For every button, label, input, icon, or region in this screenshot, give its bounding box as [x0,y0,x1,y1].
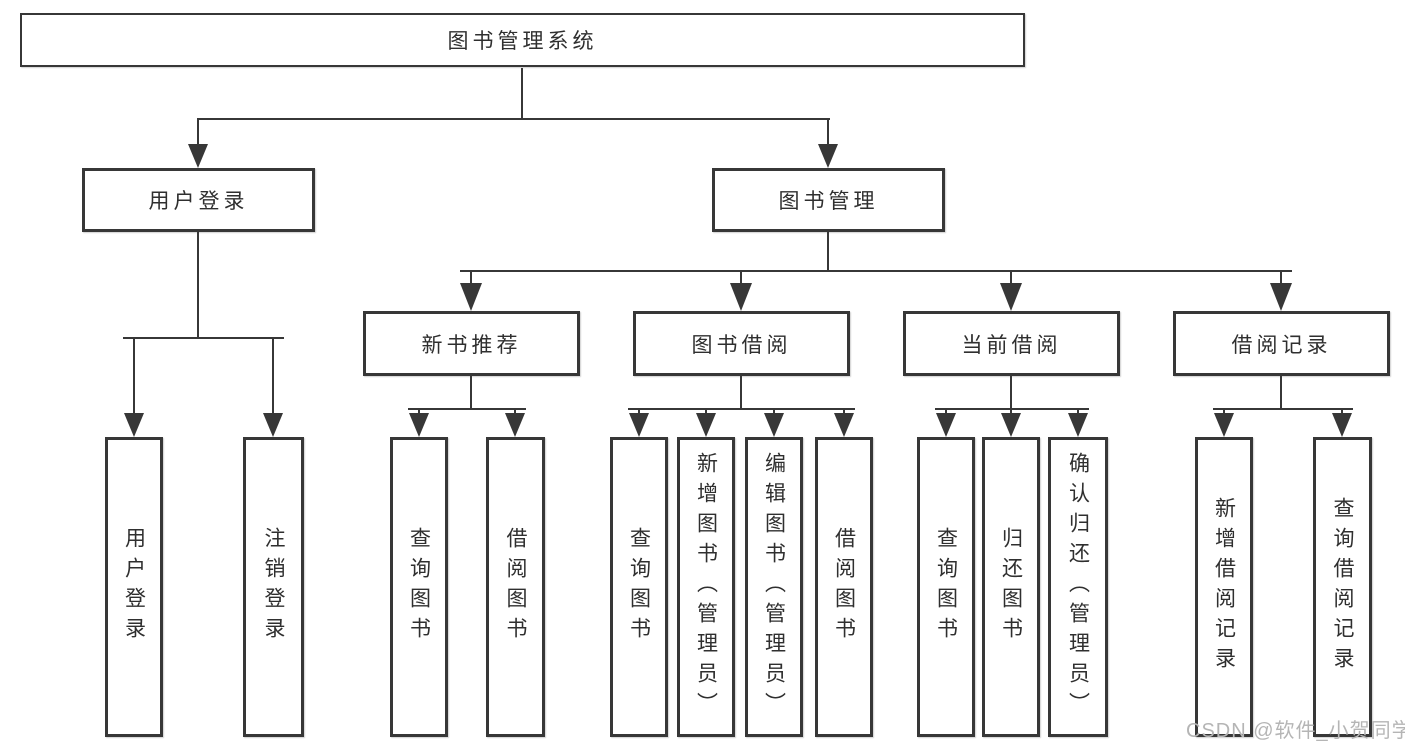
connector-userlogin-bus [123,337,284,339]
connector-stem-nbr-borrow [514,408,516,416]
connector-root-stem [521,68,523,119]
arrowhead-new-book-rec [460,283,482,311]
leaf-bb-borrow-books: 借阅图书 [815,437,873,737]
connector-nbr-bus [408,408,526,410]
leaf-nbr-query-books: 查询图书 [390,437,448,737]
arrowhead-book-borrow [730,283,752,311]
arrowhead-cb-query [936,413,956,437]
connector-bookmgmt-stem [827,232,829,272]
leaf-br-add-record: 新增借阅记录 [1195,437,1253,737]
connector-stem-cb-return [1010,408,1012,416]
leaf-nbr-borrow-books: 借阅图书 [486,437,545,737]
watermark: CSDN @软件_小贺同学 [1186,720,1405,742]
leaf-br-query-record: 查询借阅记录 [1313,437,1372,737]
connector-nbr-stem [470,376,472,410]
connector-cb-stem [1010,376,1012,410]
leaf-cb-confirm-return-admin: 确认归还（管理员） [1048,437,1108,737]
connector-userlogin-stem [197,232,199,339]
connector-stem-book-mgmt [827,118,829,148]
connector-stem-leaf-login [133,337,135,417]
leaf-bb-query-books: 查询图书 [610,437,668,737]
node-new-book-recommend: 新书推荐 [363,311,580,376]
arrowhead-bb-borrow [834,413,854,437]
connector-stem-leaf-logout [272,337,274,417]
connector-stem-bb-borrow [843,408,845,416]
connector-stem-cb-confirm [1077,408,1079,416]
arrowhead-br-query [1332,413,1352,437]
connector-stem-user-login [197,118,199,148]
node-borrow-records: 借阅记录 [1173,311,1390,376]
connector-bb-bus [628,408,855,410]
connector-br-stem [1280,376,1282,410]
leaf-logout: 注销登录 [243,437,304,737]
node-user-login: 用户登录 [82,168,315,232]
connector-stem-borrow-records [1280,270,1282,286]
connector-stem-new-book-rec [470,270,472,286]
arrowhead-bb-edit [764,413,784,437]
arrowhead-nbr-query [409,413,429,437]
connector-stem-bb-query [638,408,640,416]
arrowhead-book-mgmt [818,144,838,168]
connector-stem-br-add [1223,408,1225,416]
leaf-cb-query-books: 查询图书 [917,437,975,737]
arrowhead-bb-query [629,413,649,437]
connector-bookmgmt-bus [460,270,1292,272]
connector-root-bus [197,118,830,120]
connector-cb-bus [935,408,1089,410]
connector-stem-nbr-query [418,408,420,416]
connector-stem-current-borrow [1010,270,1012,286]
connector-stem-cb-query [945,408,947,416]
leaf-user-login: 用户登录 [105,437,163,737]
arrowhead-nbr-borrow [505,413,525,437]
arrowhead-cb-confirm [1068,413,1088,437]
arrowhead-borrow-records [1270,283,1292,311]
connector-stem-bb-add [705,408,707,416]
leaf-bb-add-books-admin: 新增图书（管理员） [677,437,735,737]
arrowhead-cb-return [1001,413,1021,437]
node-book-management: 图书管理 [712,168,945,232]
node-root: 图书管理系统 [20,13,1025,67]
connector-stem-bb-edit [773,408,775,416]
connector-stem-br-query [1341,408,1343,416]
node-current-borrow: 当前借阅 [903,311,1120,376]
arrowhead-bb-add [696,413,716,437]
arrowhead-br-add [1214,413,1234,437]
leaf-cb-return-books: 归还图书 [982,437,1040,737]
arrowhead-leaf-login [124,413,144,437]
arrowhead-user-login [188,144,208,168]
leaf-bb-edit-books-admin: 编辑图书（管理员） [745,437,803,737]
arrowhead-leaf-logout [263,413,283,437]
arrowhead-current-borrow [1000,283,1022,311]
connector-br-bus [1213,408,1353,410]
connector-bb-stem [740,376,742,410]
connector-stem-book-borrow [740,270,742,286]
node-book-borrow: 图书借阅 [633,311,850,376]
